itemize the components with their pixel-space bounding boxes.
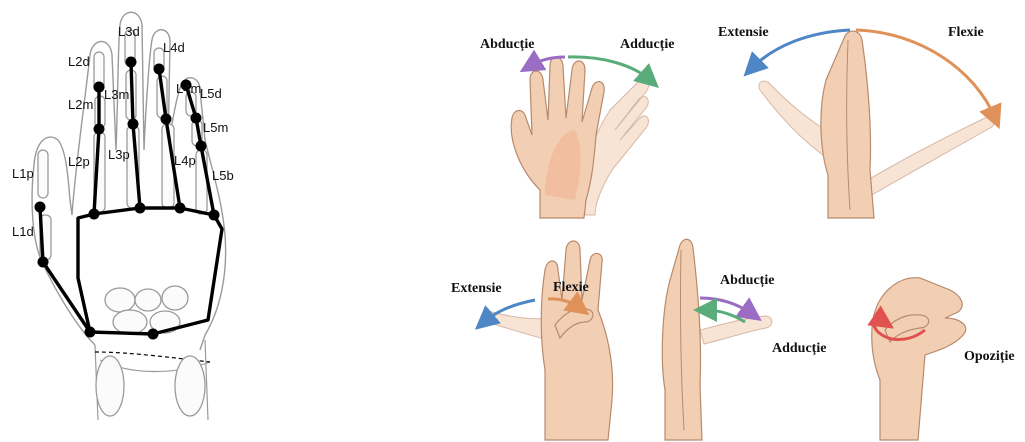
hand-opposition <box>872 278 966 440</box>
adduction-arrow-bottom <box>705 310 745 322</box>
label-flexie-top: Flexie <box>948 25 984 40</box>
label-opozitie: Opoziție <box>964 349 1015 364</box>
label-L5b: L5b <box>212 168 234 183</box>
label-L5d: L5d <box>200 86 222 101</box>
label-L5m: L5m <box>203 120 228 135</box>
label-L4d: L4d <box>163 40 185 55</box>
thumb-ghost-abducted <box>700 316 772 344</box>
label-L1p: L1p <box>12 166 34 181</box>
label-L2d: L2d <box>68 54 90 69</box>
hand-skeleton-diagram: L3d L4d L2d L4m L5d L3m L2m L5m L3p L4p … <box>12 12 234 420</box>
label-abductie-top: Abducție <box>480 37 534 52</box>
label-L4p: L4p <box>174 153 196 168</box>
label-L2m: L2m <box>68 97 93 112</box>
label-L3d: L3d <box>118 24 140 39</box>
label-L1d: L1d <box>12 224 34 239</box>
label-abductie-bottom: Abducție <box>720 273 774 288</box>
label-flexie-bottom: Flexie <box>553 280 589 295</box>
label-extensie-bottom: Extensie <box>451 281 502 296</box>
label-L3p: L3p <box>108 147 130 162</box>
panel-thumb-palm-view: Extensie Flexie <box>451 241 613 440</box>
flexion-arrow-top <box>856 30 995 118</box>
panel-thumb-opposition: Opoziție <box>872 278 1015 440</box>
label-L3m: L3m <box>104 87 129 102</box>
label-adductie-top: Adducție <box>620 37 674 52</box>
label-L4m: L4m <box>176 81 201 96</box>
label-adductie-bottom: Adducție <box>772 341 826 356</box>
panel-thumb-abduction-adduction: Abducție Adducție <box>662 239 826 440</box>
panel-thumb-extension-flexion: Extensie Flexie <box>718 25 995 218</box>
thumb-ghost-flexed <box>860 117 994 196</box>
hand-palm-front <box>541 241 612 440</box>
label-L2p: L2p <box>68 154 90 169</box>
panel-finger-abduction-adduction: Abducție Adducție <box>480 37 674 218</box>
hand-side-bottom <box>662 239 702 440</box>
abduction-arrow-bottom <box>700 298 752 314</box>
label-extensie-top: Extensie <box>718 25 769 40</box>
